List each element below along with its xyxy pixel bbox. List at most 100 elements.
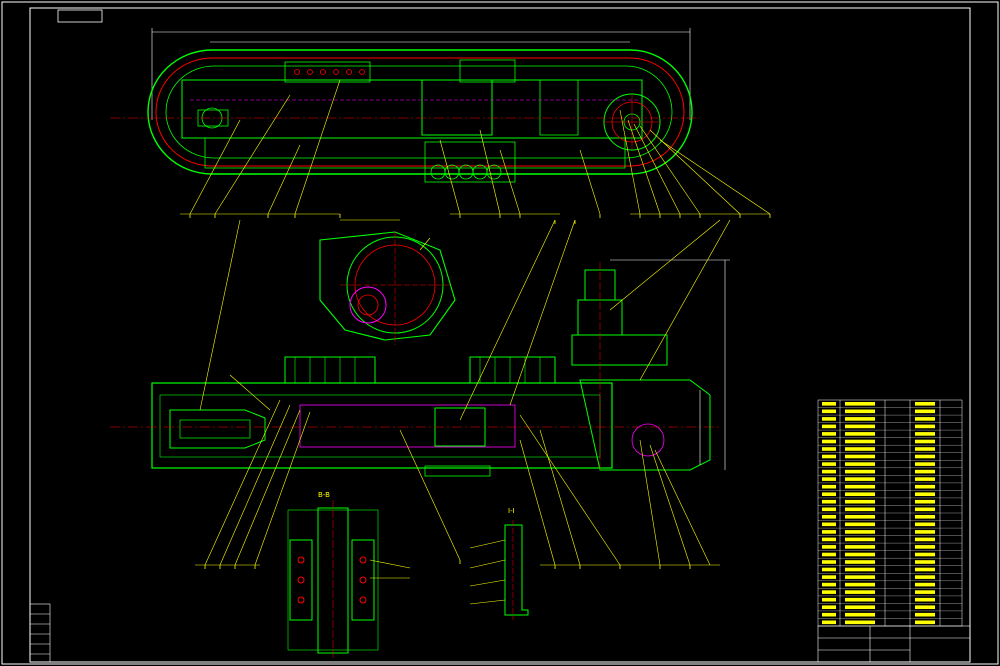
parts-row-text-mark: [845, 545, 875, 549]
housing-detail: [319, 219, 456, 345]
parts-row-text-mark: [845, 477, 875, 481]
parts-row-text-mark: [822, 620, 836, 625]
parts-row-text-mark: [822, 439, 836, 444]
main-housing: [151, 382, 613, 469]
parts-row-text-mark: [822, 597, 836, 602]
parts-row-text-mark: [845, 484, 875, 489]
parts-row-text-mark: [822, 567, 836, 572]
parts-row-text-mark: [915, 522, 935, 527]
parts-row-text-mark: [845, 522, 875, 527]
parts-row-text-mark: [845, 409, 875, 414]
view-label-b-b: B-B: [318, 491, 330, 499]
parts-row-text-mark: [822, 492, 836, 496]
track-belt-inner: [165, 65, 673, 159]
parts-row-text-mark: [845, 402, 875, 406]
parts-row-text-mark: [915, 597, 935, 602]
parts-row-text-mark: [915, 432, 935, 436]
parts-row-text-mark: [822, 499, 836, 504]
parts-row-text-mark: [822, 530, 836, 534]
dimension-lines: [151, 28, 691, 120]
motor-block: [459, 59, 516, 83]
parts-row-text-mark: [845, 582, 875, 587]
parts-row-text-mark: [822, 484, 836, 489]
frame-body: [181, 79, 643, 139]
parts-row-text-mark: [845, 590, 875, 594]
parts-row-text-mark: [915, 454, 935, 459]
parts-row-text-mark: [915, 439, 935, 444]
parts-list-rows: [818, 402, 962, 625]
parts-row-text-mark: [845, 552, 875, 557]
parts-row-text-mark: [915, 575, 935, 579]
housing-outline: [319, 231, 456, 341]
parts-row-text-mark: [845, 439, 875, 444]
parts-row-text-mark: [845, 620, 875, 625]
side-assembly: [110, 219, 731, 566]
parts-row-text-mark: [845, 417, 875, 421]
parts-row-text-mark: [915, 402, 935, 406]
parts-row-text-mark: [822, 575, 836, 579]
parts-row-text-mark: [915, 409, 935, 414]
view-label-i-i: I-I: [508, 507, 515, 515]
parts-row-text-mark: [845, 507, 875, 512]
parts-row-text-mark: [915, 492, 935, 496]
parts-row-text-mark: [915, 560, 935, 564]
parts-row-text-mark: [915, 484, 935, 489]
parts-row-text-mark: [822, 590, 836, 594]
parts-row-text-mark: [915, 469, 935, 474]
parts-row-text-mark: [845, 605, 875, 609]
tech-note-frame: [840, 345, 930, 375]
parts-row-text-mark: [915, 447, 935, 451]
parts-row-text-mark: [822, 545, 836, 549]
parts-row-text-mark: [845, 597, 875, 602]
parts-row-text-mark: [845, 560, 875, 564]
parts-row-text-mark: [915, 552, 935, 557]
inner-border: [29, 7, 971, 663]
bracket-block: [539, 79, 579, 136]
frame-lower: [204, 137, 626, 169]
parts-row-text-mark: [822, 605, 836, 609]
track-assembly: [110, 28, 771, 215]
parts-row-text-mark: [845, 462, 875, 466]
bearing-cap: [424, 465, 491, 477]
track-belt-red: [155, 57, 685, 167]
parts-row-text-mark: [822, 507, 836, 512]
parts-row-text-mark: [915, 499, 935, 504]
parts-row-text-mark: [915, 582, 935, 587]
side-leaders: [195, 219, 731, 566]
fork-end: [169, 409, 266, 449]
section-view-a: [287, 500, 411, 660]
parts-row-text-mark: [845, 454, 875, 459]
parts-row-text-mark: [822, 409, 836, 414]
parts-row-text-mark: [822, 522, 836, 527]
parts-row-text-mark: [915, 462, 935, 466]
parts-row-text-mark: [822, 515, 836, 519]
parts-row-text-mark: [845, 612, 875, 617]
parts-row-text-mark: [845, 424, 875, 429]
track-belt-outer: [147, 49, 693, 175]
parts-row-text-mark: [822, 454, 836, 459]
parts-row-text-mark: [915, 477, 935, 481]
parts-row-text-mark: [915, 530, 935, 534]
parts-row-text-mark: [845, 432, 875, 436]
parts-row-text-mark: [822, 462, 836, 466]
section-view-b: [469, 520, 529, 620]
clamp-bolts: [294, 357, 541, 383]
motor-tower: [571, 262, 711, 471]
gearbox-block: [421, 79, 493, 136]
parts-row-text-mark: [845, 492, 875, 496]
parts-row-text-mark: [822, 552, 836, 557]
parts-row-text-mark: [822, 432, 836, 436]
parts-row-text-mark: [915, 620, 935, 625]
parts-row-text-mark: [822, 417, 836, 421]
top-clamp-right: [469, 356, 556, 384]
parts-row-text-mark: [915, 424, 935, 429]
parts-row-text-mark: [845, 567, 875, 572]
parts-row-text-mark: [822, 469, 836, 474]
parts-row-text-mark: [915, 567, 935, 572]
left-margin-tabs: [29, 603, 51, 663]
parts-row-text-mark: [845, 575, 875, 579]
parts-row-text-mark: [822, 612, 836, 617]
parts-row-text-mark: [822, 537, 836, 542]
